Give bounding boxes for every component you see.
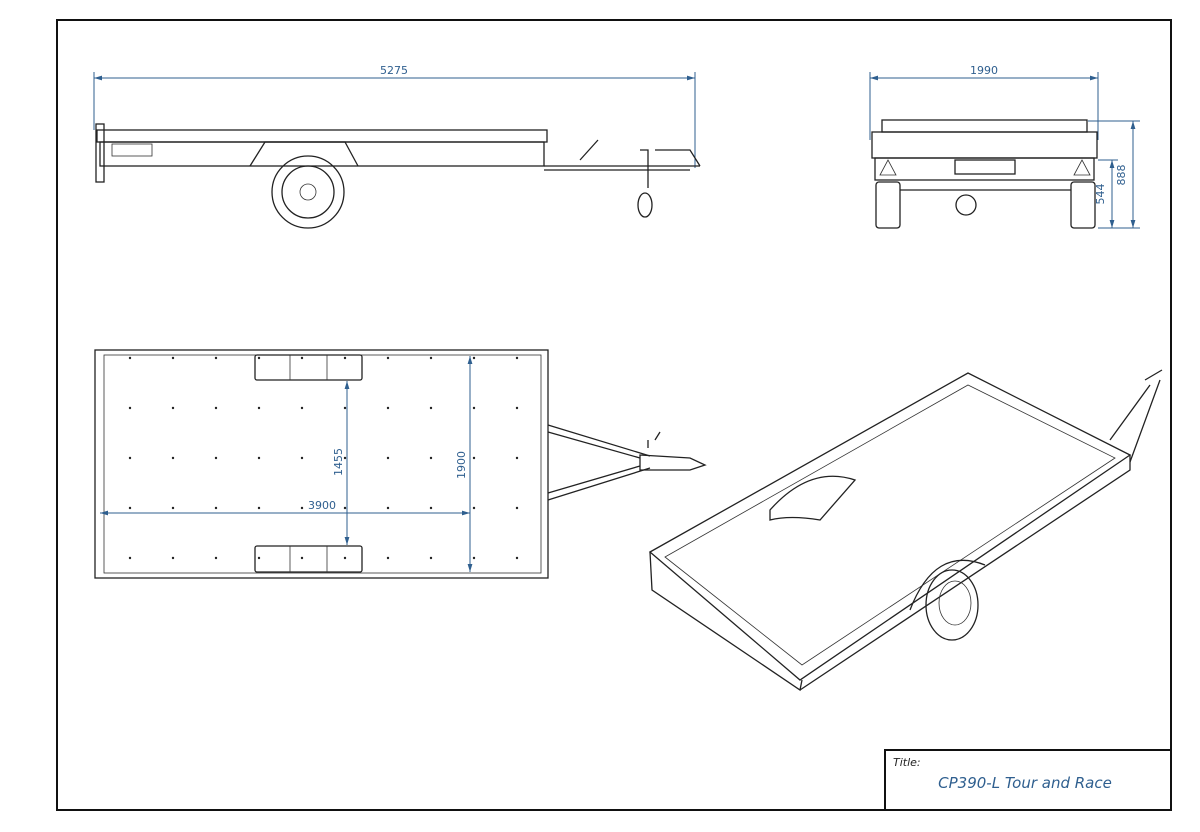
rivet-dot — [171, 506, 175, 510]
top-view: 3900 1900 1455 — [94, 349, 707, 579]
rivet-dot — [472, 506, 476, 510]
title-block: Title: CP390-L Tour and Race — [884, 749, 1172, 811]
rivet-dot — [429, 456, 433, 460]
rivet-dot — [128, 556, 132, 560]
rivet-dot — [386, 506, 390, 510]
rivet-dot — [472, 356, 476, 360]
rivet-dot — [128, 506, 132, 510]
rivet-dot — [300, 506, 304, 510]
rivet-dot — [128, 356, 132, 360]
rivet-dot — [386, 356, 390, 360]
deck-height-dimension-label: 544 — [1094, 184, 1107, 205]
rivet-dot — [429, 506, 433, 510]
rivet-dot — [257, 556, 261, 560]
rivet-dot — [300, 456, 304, 460]
rivet-dot — [386, 556, 390, 560]
rivet-dot — [171, 556, 175, 560]
rivet-dot — [257, 406, 261, 410]
rivet-dot — [429, 556, 433, 560]
inner-width-dimension-label: 1455 — [332, 448, 345, 476]
rivet-dot — [386, 456, 390, 460]
rear-view: 1990 888 544 — [869, 64, 1140, 229]
rivet-dot — [343, 356, 347, 360]
rivet-dot — [429, 406, 433, 410]
side-view: 5275 — [93, 64, 701, 229]
rivet-dot — [386, 406, 390, 410]
rivet-dot — [343, 406, 347, 410]
rivet-dot — [515, 556, 519, 560]
rivet-dot — [257, 506, 261, 510]
rivet-dot — [300, 556, 304, 560]
rivet-dot — [472, 556, 476, 560]
rivet-dot — [343, 506, 347, 510]
deck-length-dimension-label: 3900 — [308, 499, 336, 512]
height-dimension-label: 888 — [1115, 165, 1128, 186]
sheet-border — [56, 19, 1172, 811]
rivet-dot — [171, 406, 175, 410]
rivet-dot — [214, 456, 218, 460]
drawing-title: CP390-L Tour and Race — [938, 774, 1112, 792]
rivet-dot — [515, 506, 519, 510]
rivet-dot — [429, 356, 433, 360]
isometric-view — [648, 369, 1163, 692]
deck-width-dimension-label: 1900 — [455, 451, 468, 479]
wheel-icon — [925, 569, 979, 641]
rivet-dot — [472, 456, 476, 460]
width-dimension-label: 1990 — [970, 64, 998, 77]
title-label: Title: — [893, 756, 921, 769]
rivet-dot — [214, 406, 218, 410]
wheel-icon — [271, 155, 345, 229]
rivet-dot — [472, 406, 476, 410]
rivet-dot — [214, 556, 218, 560]
rivet-dot — [128, 406, 132, 410]
rivet-dot — [515, 356, 519, 360]
rivet-dot — [128, 456, 132, 460]
rivet-dot — [300, 356, 304, 360]
rivet-dot — [343, 556, 347, 560]
rivet-dot — [171, 456, 175, 460]
rivet-dot — [214, 506, 218, 510]
rivet-dot — [171, 356, 175, 360]
rivet-dot — [515, 406, 519, 410]
rivet-dot — [257, 356, 261, 360]
rivet-dot — [515, 456, 519, 460]
rivet-dot — [257, 456, 261, 460]
rivet-dot — [214, 356, 218, 360]
rivet-dot — [300, 406, 304, 410]
length-dimension-label: 5275 — [380, 64, 408, 77]
